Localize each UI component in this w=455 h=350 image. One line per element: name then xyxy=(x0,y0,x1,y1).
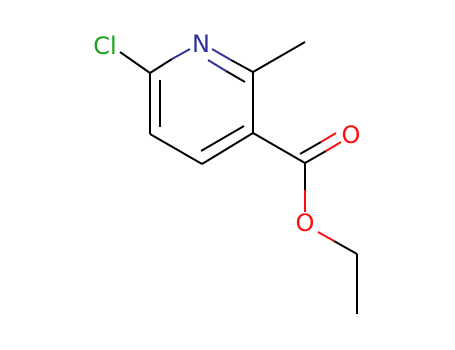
bond-c-o-carbonyl-1-red xyxy=(325,141,342,152)
carbonyl-oxygen-label: O xyxy=(342,121,361,149)
bond-c-o-carbonyl-2-red xyxy=(320,132,337,143)
chlorine-label: Cl xyxy=(93,32,116,60)
bond-c-o-carbonyl-1 xyxy=(304,150,327,164)
bond-n1-c2-inner xyxy=(225,70,246,83)
bond-c3-c4 xyxy=(201,132,254,165)
bond-o-ch2-red xyxy=(317,231,335,242)
bond-n1-c2 xyxy=(230,59,254,73)
ester-oxygen-label: O xyxy=(296,209,315,237)
bond-o-ch2 xyxy=(333,240,358,255)
bond-c3-carbonyl-c xyxy=(252,132,306,164)
bond-c6-n1 xyxy=(149,58,173,74)
bond-n1-c2-inner-blue xyxy=(207,59,227,72)
bond-c4-c5 xyxy=(149,133,203,165)
bond-c6-n1-blue xyxy=(171,48,191,60)
bond-c3-c4-inner xyxy=(200,125,245,152)
atom-labels: Cl N O O xyxy=(93,30,360,237)
bond-n1-c2-blue xyxy=(211,48,232,61)
nitrogen-label: N xyxy=(192,30,210,58)
bond-cl-c6 xyxy=(119,51,151,74)
bond-c-o-carbonyl-2 xyxy=(299,141,322,155)
bond-c2-methyl xyxy=(252,41,306,73)
bonds xyxy=(119,41,358,314)
